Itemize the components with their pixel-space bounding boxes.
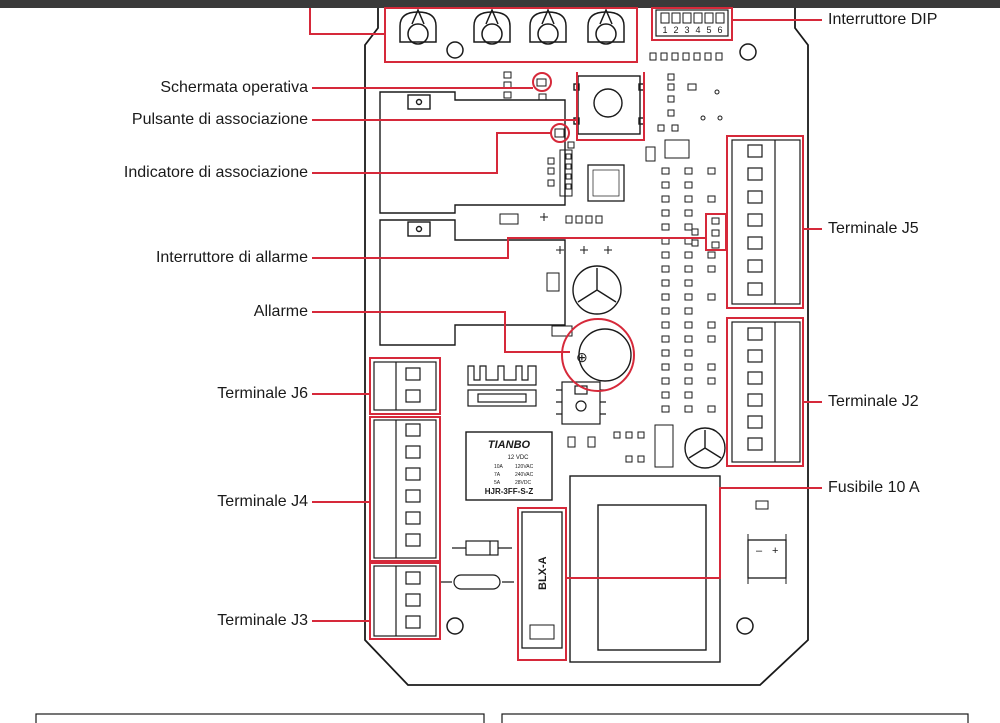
highlight-dip-switch: [651, 7, 733, 41]
leader-fuse: [566, 487, 822, 579]
terminal-j6-block: [373, 361, 437, 411]
label-terminal-j5: Terminale J5: [828, 220, 919, 237]
leader-potentiometers: [309, 8, 385, 35]
highlight-terminal-j4: [369, 416, 441, 562]
pairing-push-button: [573, 75, 645, 135]
label-pairing-indicator: Indicatore di associazione: [123, 164, 308, 181]
bottom-panel-right: [501, 713, 969, 723]
dip-num-1: 1: [662, 25, 667, 35]
fuse-holder-text: BLX-A: [537, 556, 549, 590]
alarm-switch-jumper: [711, 217, 720, 249]
mount-hole-bottom-left: [446, 617, 464, 635]
label-dip-switch: Interruttore DIP: [828, 11, 938, 28]
resistor-array: [661, 167, 716, 413]
highlight-annotations: [309, 7, 822, 661]
inductor: [440, 574, 514, 590]
top-bar: [0, 0, 1000, 8]
potentiometer-4: [587, 8, 625, 45]
leader-alarm: [312, 311, 570, 353]
highlight-terminal-j5: [726, 135, 804, 309]
leader-alarm-switch: [312, 237, 706, 259]
label-terminal-j2: Terminale J2: [828, 393, 919, 410]
bottom-panel-left: [35, 713, 485, 723]
ic-chip-small: [556, 381, 606, 425]
terminal-j2-block: [731, 321, 801, 463]
dip-num-5: 5: [706, 25, 711, 35]
fuse-holder: BLX-A: [521, 511, 563, 649]
potentiometer-row: [399, 8, 625, 45]
label-terminal-j3: Terminale J3: [217, 612, 308, 629]
dip-num-3: 3: [684, 25, 689, 35]
relay-voltage-text: 12 VDC: [507, 455, 529, 461]
label-fuse: Fusibile 10 A: [828, 479, 920, 496]
dip-num-6: 6: [717, 25, 722, 35]
highlight-terminal-j2: [726, 317, 804, 467]
rectifier-minus: –: [756, 545, 763, 557]
terminal-j3-block: [373, 565, 437, 637]
buzzer-plus: ⊕: [576, 349, 588, 365]
via-2: [700, 115, 706, 121]
microcontroller-chip: [587, 164, 625, 202]
label-alarm: Allarme: [253, 303, 308, 320]
dip-switch: 1 2 3 4 5 6: [649, 9, 729, 61]
relay-rating-3a: 5A: [494, 480, 501, 486]
label-pairing-button: Pulsante di associazione: [131, 111, 308, 128]
bridge-rectifier: – +: [747, 534, 787, 584]
label-terminal-j6: Terminale J6: [217, 385, 308, 402]
mount-hole-top-center: [446, 41, 464, 59]
via-1: [714, 89, 720, 95]
relay-lower: [379, 219, 566, 346]
board-outline: [364, 8, 809, 686]
fan-capacitor-lower: [684, 427, 726, 469]
highlight-operating-screen: [532, 72, 552, 92]
label-alarm-switch: Interruttore di allarme: [155, 249, 308, 266]
heatsink: [467, 365, 537, 407]
relay-rating-2a: 7A: [494, 472, 501, 478]
potentiometer-3: [529, 8, 567, 45]
relay-tianbo: TIANBO 12 VDC 10A 120VAC 7A 240VAC 5A 28…: [465, 431, 553, 501]
terminal-j5-block: [731, 139, 801, 305]
relay-rating-1b: 120VAC: [515, 464, 534, 470]
dip-num-2: 2: [673, 25, 678, 35]
label-terminal-j4: Terminale J4: [217, 493, 308, 510]
leader-pairing-button-box: [576, 72, 645, 141]
dip-num-4: 4: [695, 25, 700, 35]
potentiometer-1: [399, 8, 437, 45]
relay-rating-3b: 28VDC: [515, 480, 532, 486]
highlight-pairing-indicator: [550, 123, 570, 143]
relay-rating-2b: 240VAC: [515, 472, 534, 478]
relay-upper: [379, 91, 566, 214]
terminal-j4-block: [373, 419, 437, 559]
label-operating-screen: Schermata operativa: [160, 79, 308, 96]
fan-capacitor: [572, 265, 622, 315]
relay-brand-text: TIANBO: [488, 439, 531, 451]
leader-pairing-indicator: [312, 132, 551, 174]
highlight-fuse: [517, 507, 567, 661]
smd-components: [499, 71, 769, 510]
via-3: [717, 115, 723, 121]
highlight-terminal-j6: [369, 357, 441, 415]
transformer: [569, 475, 721, 663]
rectifier-plus: +: [772, 545, 778, 557]
relay-model-text: HJR-3FF-S-Z: [485, 487, 534, 496]
highlight-potentiometers: [384, 7, 638, 63]
mount-hole-top-right: [739, 43, 757, 61]
mount-hole-bottom-right: [736, 617, 754, 635]
highlight-alarm: [561, 318, 635, 392]
diode: [452, 540, 512, 556]
relay-rating-1a: 10A: [494, 464, 504, 470]
alarm-buzzer: ⊕: [576, 328, 632, 382]
highlight-alarm-switch: [705, 213, 727, 251]
potentiometer-2: [473, 8, 511, 45]
highlight-terminal-j3: [369, 562, 441, 640]
